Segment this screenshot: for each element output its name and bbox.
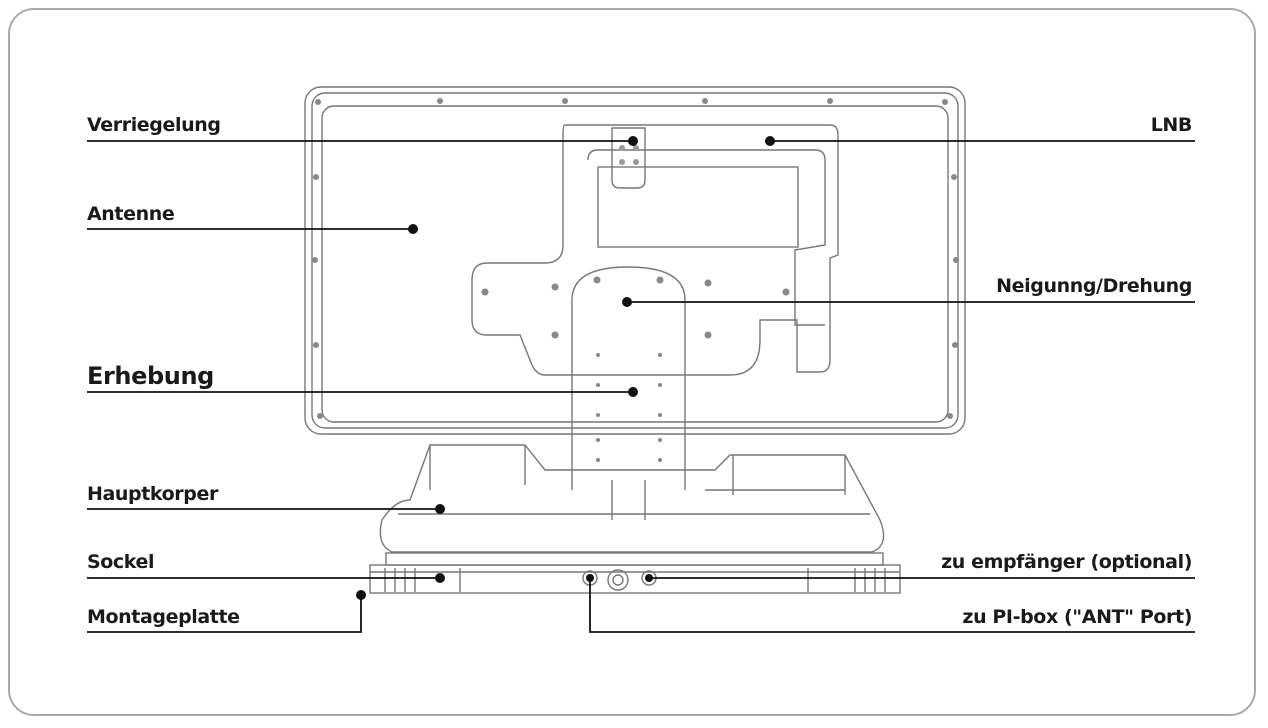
dot-antenne: [408, 224, 418, 234]
lock-tab-holes: [619, 145, 639, 165]
label-erhebung: Erhebung: [87, 362, 214, 390]
dot-sockel: [435, 573, 445, 583]
dot-erhebung: [628, 387, 638, 397]
dot-montageplatte: [356, 590, 366, 600]
antenna-drawing: [304, 86, 966, 594]
leader-montageplatte: [87, 595, 362, 633]
dot-pibox: [586, 574, 594, 582]
base: [385, 552, 884, 566]
label-verriegelung: Verriegelung: [87, 114, 221, 136]
leader-lines: [87, 140, 1195, 633]
dot-empfaenger: [645, 574, 653, 582]
label-hauptkorper: Hauptkorper: [87, 483, 218, 505]
center-cap: [607, 569, 629, 591]
lock-tab: [611, 127, 646, 189]
antenna-panel: [304, 86, 966, 435]
main-body: [379, 444, 885, 553]
main-body-center-ribs: [611, 480, 646, 520]
bracket-window: [597, 166, 799, 248]
center-cap-inner: [612, 574, 624, 586]
leader-dots: [356, 136, 775, 600]
mounting-bracket: [471, 124, 839, 376]
label-antenne: Antenne: [87, 203, 175, 225]
dot-neigung: [622, 297, 632, 307]
main-body-ribs: [429, 445, 846, 495]
dot-lnb: [765, 136, 775, 146]
antenna-panel-recess: [321, 105, 949, 423]
mounting-plate: [369, 564, 901, 594]
bracket-inner-contour: [587, 149, 826, 326]
elevation-column: [571, 266, 686, 490]
column-bolts: [481, 276, 790, 462]
mounting-plate-ribs: [384, 568, 886, 592]
dot-hauptkorper: [435, 504, 445, 514]
diagram-frame: [8, 8, 1256, 716]
label-pibox: zu PI-box ("ANT" Port): [962, 606, 1192, 628]
label-sockel: Sockel: [87, 551, 155, 573]
leader-pibox: [589, 578, 1195, 633]
label-neigung: Neigunng/Drehung: [996, 275, 1192, 297]
panel-bolts: [312, 98, 959, 419]
label-lnb: LNB: [1150, 114, 1193, 136]
dot-verriegelung: [628, 136, 638, 146]
label-empfaenger: zu empfänger (optional): [941, 551, 1192, 573]
label-montageplatte: Montageplatte: [87, 606, 240, 628]
